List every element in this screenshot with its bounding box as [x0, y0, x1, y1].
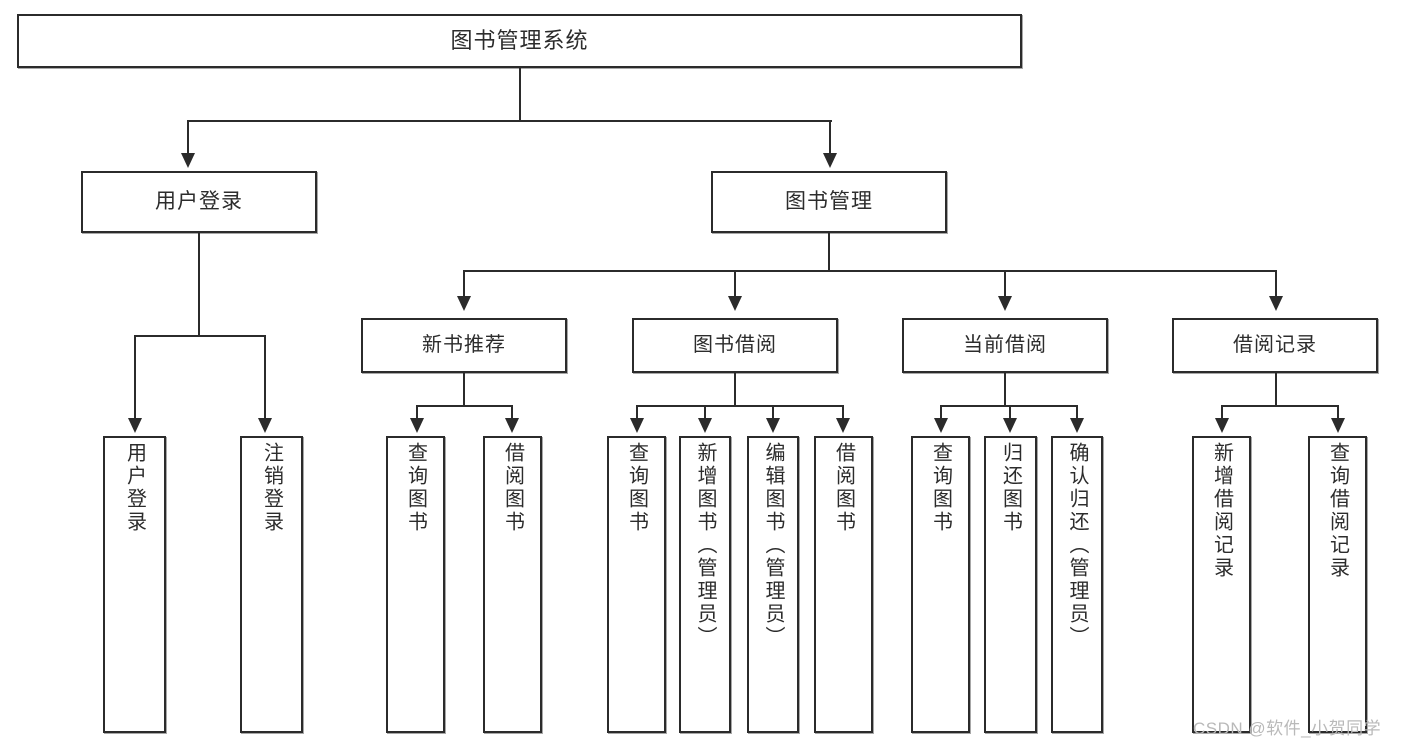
connector-book-borrow-stem: [734, 373, 736, 406]
arrowhead-bb-edit: [766, 418, 780, 433]
leaf-bb-add-book-admin[interactable]: 新增图书（管理员）: [679, 436, 731, 733]
arrowhead-br-add: [1215, 418, 1229, 433]
connector-drop-book-borrow: [734, 270, 736, 298]
node-label: 图书借阅: [693, 334, 777, 356]
leaf-nb-query-book[interactable]: 查询图书: [386, 436, 445, 733]
connector-root-stem: [519, 68, 521, 121]
node-book-management[interactable]: 图书管理: [711, 171, 947, 233]
leaf-cb-confirm-return-admin[interactable]: 确认归还（管理员）: [1051, 436, 1103, 733]
arrowhead-bb-add: [698, 418, 712, 433]
node-label: 借阅图书: [501, 442, 524, 534]
connector-borrow-record-stem: [1275, 373, 1277, 406]
connector-book-manage-stem: [828, 233, 830, 271]
node-label: 新书推荐: [422, 334, 506, 356]
arrowhead-bb-borrow: [836, 418, 850, 433]
arrowhead-cb-return: [1003, 418, 1017, 433]
connector-level3-bus: [463, 270, 1277, 272]
arrowhead-nb-query: [410, 418, 424, 433]
connector-drop-cb-return: [1009, 405, 1011, 420]
node-label: 归还图书: [999, 442, 1022, 534]
leaf-user-login[interactable]: 用户登录: [103, 436, 166, 733]
arrowhead-book-borrow: [728, 296, 742, 311]
connector-borrow-record-bus: [1221, 405, 1339, 407]
node-label: 新增借阅记录: [1210, 442, 1233, 580]
arrowhead-borrow-record: [1269, 296, 1283, 311]
leaf-nb-borrow-book[interactable]: 借阅图书: [483, 436, 542, 733]
connector-drop-bb-borrow: [842, 405, 844, 420]
connector-drop-borrow-record: [1275, 270, 1277, 298]
node-label: 确认归还（管理员）: [1066, 442, 1088, 649]
arrowhead-current-borrow: [998, 296, 1012, 311]
connector-drop-book-manage: [829, 120, 831, 155]
node-label: 图书管理: [785, 189, 873, 213]
connector-book-borrow-bus: [636, 405, 844, 407]
connector-root-bus: [187, 120, 832, 122]
connector-drop-bb-edit: [772, 405, 774, 420]
connector-drop-br-query: [1337, 405, 1339, 420]
leaf-cb-return-book[interactable]: 归还图书: [984, 436, 1037, 733]
node-current-borrow[interactable]: 当前借阅: [902, 318, 1108, 373]
leaf-bb-edit-book-admin[interactable]: 编辑图书（管理员）: [747, 436, 799, 733]
node-root-system[interactable]: 图书管理系统: [17, 14, 1022, 68]
leaf-cb-query-book[interactable]: 查询图书: [911, 436, 970, 733]
node-label: 注销登录: [260, 442, 283, 534]
connector-drop-bb-add: [704, 405, 706, 420]
connector-drop-current-borrow: [1004, 270, 1006, 298]
node-new-book-recommend[interactable]: 新书推荐: [361, 318, 567, 373]
arrowhead-leaf-user-login: [128, 418, 142, 433]
connector-drop-nb-query: [416, 405, 418, 420]
node-label: 查询图书: [404, 442, 427, 534]
connector-drop-user-login: [187, 120, 189, 155]
arrowhead-user-login: [181, 153, 195, 168]
arrowhead-br-query: [1331, 418, 1345, 433]
connector-new-book-stem: [463, 373, 465, 406]
node-label: 当前借阅: [963, 334, 1047, 356]
node-label: 借阅图书: [832, 442, 855, 534]
leaf-br-query-record[interactable]: 查询借阅记录: [1308, 436, 1367, 733]
connector-drop-leaf-logout: [264, 335, 266, 420]
node-label: 新增图书（管理员）: [694, 442, 716, 649]
leaf-bb-borrow-book[interactable]: 借阅图书: [814, 436, 873, 733]
connector-drop-br-add: [1221, 405, 1223, 420]
node-label: 查询图书: [625, 442, 648, 534]
connector-drop-bb-query: [636, 405, 638, 420]
arrowhead-leaf-logout: [258, 418, 272, 433]
leaf-bb-query-book[interactable]: 查询图书: [607, 436, 666, 733]
node-book-borrow[interactable]: 图书借阅: [632, 318, 838, 373]
node-label: 查询图书: [929, 442, 952, 534]
arrowhead-bb-query: [630, 418, 644, 433]
connector-drop-new-book: [463, 270, 465, 298]
arrowhead-new-book: [457, 296, 471, 311]
connector-drop-cb-query: [940, 405, 942, 420]
node-label: 编辑图书（管理员）: [762, 442, 784, 649]
arrowhead-cb-confirm: [1070, 418, 1084, 433]
node-borrow-record[interactable]: 借阅记录: [1172, 318, 1378, 373]
connector-drop-nb-borrow: [511, 405, 513, 420]
connector-drop-leaf-user-login: [134, 335, 136, 420]
node-label: 借阅记录: [1233, 334, 1317, 356]
connector-user-login-stem: [198, 233, 200, 336]
arrowhead-cb-query: [934, 418, 948, 433]
connector-current-borrow-stem: [1004, 373, 1006, 406]
connector-user-login-bus: [134, 335, 265, 337]
arrowhead-book-manage: [823, 153, 837, 168]
leaf-br-add-record[interactable]: 新增借阅记录: [1192, 436, 1251, 733]
node-label: 用户登录: [155, 189, 243, 213]
node-label: 查询借阅记录: [1326, 442, 1349, 580]
connector-drop-cb-confirm: [1076, 405, 1078, 420]
arrowhead-nb-borrow: [505, 418, 519, 433]
connector-new-book-bus: [416, 405, 513, 407]
node-user-login[interactable]: 用户登录: [81, 171, 317, 233]
leaf-logout[interactable]: 注销登录: [240, 436, 303, 733]
node-label: 用户登录: [123, 442, 146, 534]
node-label: 图书管理系统: [450, 28, 589, 54]
